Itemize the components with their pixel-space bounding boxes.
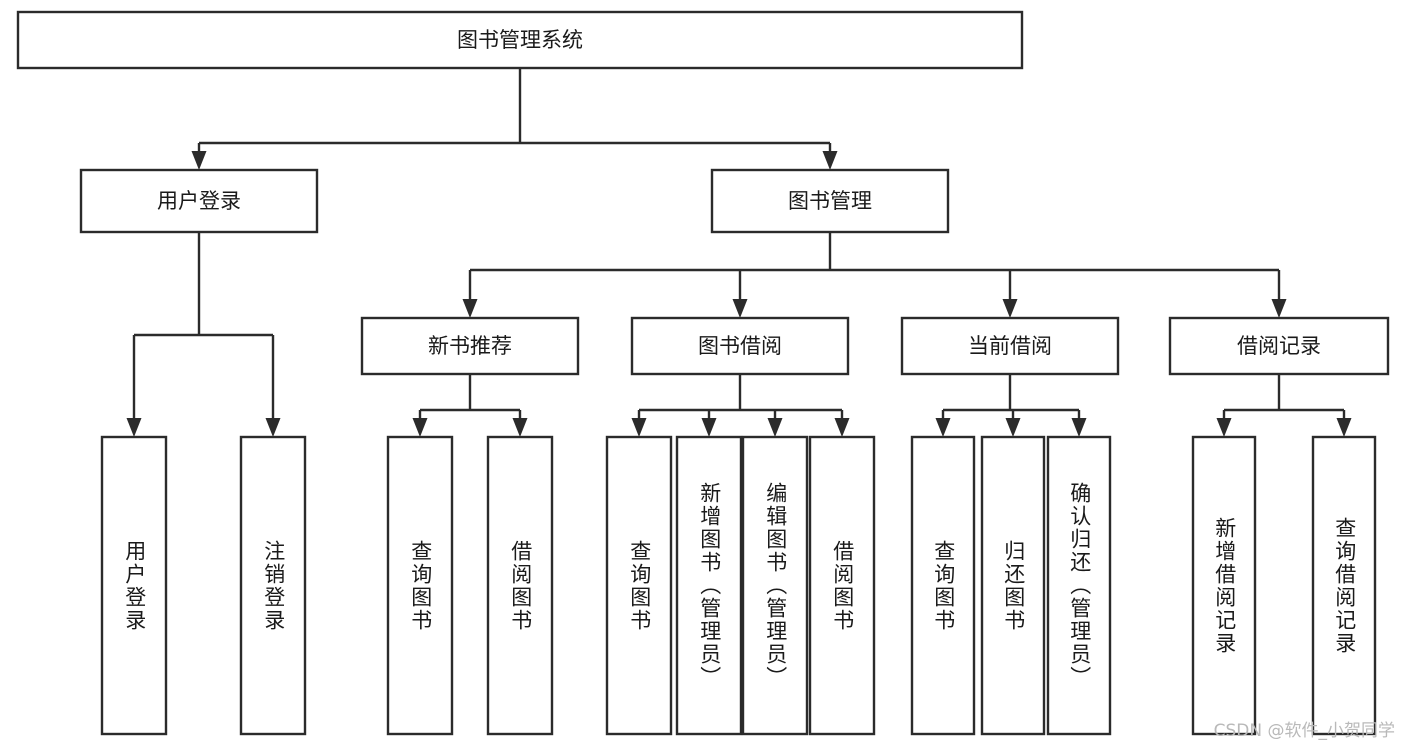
- arrow-head-leaf-query-borrow-record: [1336, 418, 1352, 437]
- arrow-head-leaf-edit-book-admin: [767, 418, 783, 437]
- node-box-root[interactable]: [16, 10, 1024, 70]
- arrow-head-leaf-query-book-current: [935, 418, 951, 437]
- arrow-head-book-borrow: [732, 299, 748, 318]
- node-box-leaf-edit-book-admin[interactable]: [741, 435, 809, 736]
- connector-layer: [126, 68, 1352, 437]
- node-box-leaf-query-book-rec[interactable]: [386, 435, 454, 736]
- node-box-leaf-query-book-borrow[interactable]: [605, 435, 673, 736]
- arrow-head-leaf-borrow-book: [834, 418, 850, 437]
- node-box-leaf-query-book-current[interactable]: [910, 435, 976, 736]
- arrow-head-leaf-add-book-admin: [701, 418, 717, 437]
- arrow-head-user-login: [191, 151, 207, 170]
- node-label-root: 图书管理系统: [457, 28, 583, 52]
- node-box-layer: [16, 10, 1390, 736]
- node-box-leaf-confirm-return-admin[interactable]: [1046, 435, 1112, 736]
- arrow-head-book-manage: [822, 151, 838, 170]
- node-box-borrow-record[interactable]: [1168, 316, 1390, 376]
- node-box-leaf-user-login[interactable]: [100, 435, 168, 736]
- arrow-head-leaf-user-logout: [265, 418, 281, 437]
- node-label-current-borrow: 当前借阅: [968, 334, 1052, 358]
- arrow-head-current-borrow: [1002, 299, 1018, 318]
- arrow-head-leaf-query-book-rec: [412, 418, 428, 437]
- arrow-head-leaf-add-borrow-record: [1216, 418, 1232, 437]
- node-box-leaf-borrow-book[interactable]: [808, 435, 876, 736]
- arrow-head-new-book-recommend: [462, 299, 478, 318]
- node-box-book-borrow[interactable]: [630, 316, 850, 376]
- arrow-head-leaf-query-book-borrow: [631, 418, 647, 437]
- node-label-borrow-record: 借阅记录: [1237, 334, 1321, 358]
- arrow-head-leaf-user-login: [126, 418, 142, 437]
- node-box-leaf-user-logout[interactable]: [239, 435, 307, 736]
- node-box-current-borrow[interactable]: [900, 316, 1120, 376]
- arrow-head-leaf-confirm-return-admin: [1071, 418, 1087, 437]
- node-label-book-borrow: 图书借阅: [698, 334, 782, 358]
- node-box-leaf-query-borrow-record[interactable]: [1311, 435, 1377, 736]
- node-label-book-manage: 图书管理: [788, 189, 872, 213]
- node-box-user-login[interactable]: [79, 168, 319, 234]
- arrow-head-leaf-return-book: [1005, 418, 1021, 437]
- node-label-user-login: 用户登录: [157, 189, 241, 213]
- node-box-leaf-borrow-book-rec[interactable]: [486, 435, 554, 736]
- node-label-new-book-recommend: 新书推荐: [428, 334, 512, 358]
- node-box-leaf-return-book[interactable]: [980, 435, 1046, 736]
- node-box-book-manage[interactable]: [710, 168, 950, 234]
- arrow-head-borrow-record: [1271, 299, 1287, 318]
- arrow-head-leaf-borrow-book-rec: [512, 418, 528, 437]
- node-box-new-book-recommend[interactable]: [360, 316, 580, 376]
- node-box-leaf-add-book-admin[interactable]: [675, 435, 743, 736]
- csdn-watermark: CSDN @软件_小贺同学: [1213, 721, 1395, 741]
- node-box-leaf-add-borrow-record[interactable]: [1191, 435, 1257, 736]
